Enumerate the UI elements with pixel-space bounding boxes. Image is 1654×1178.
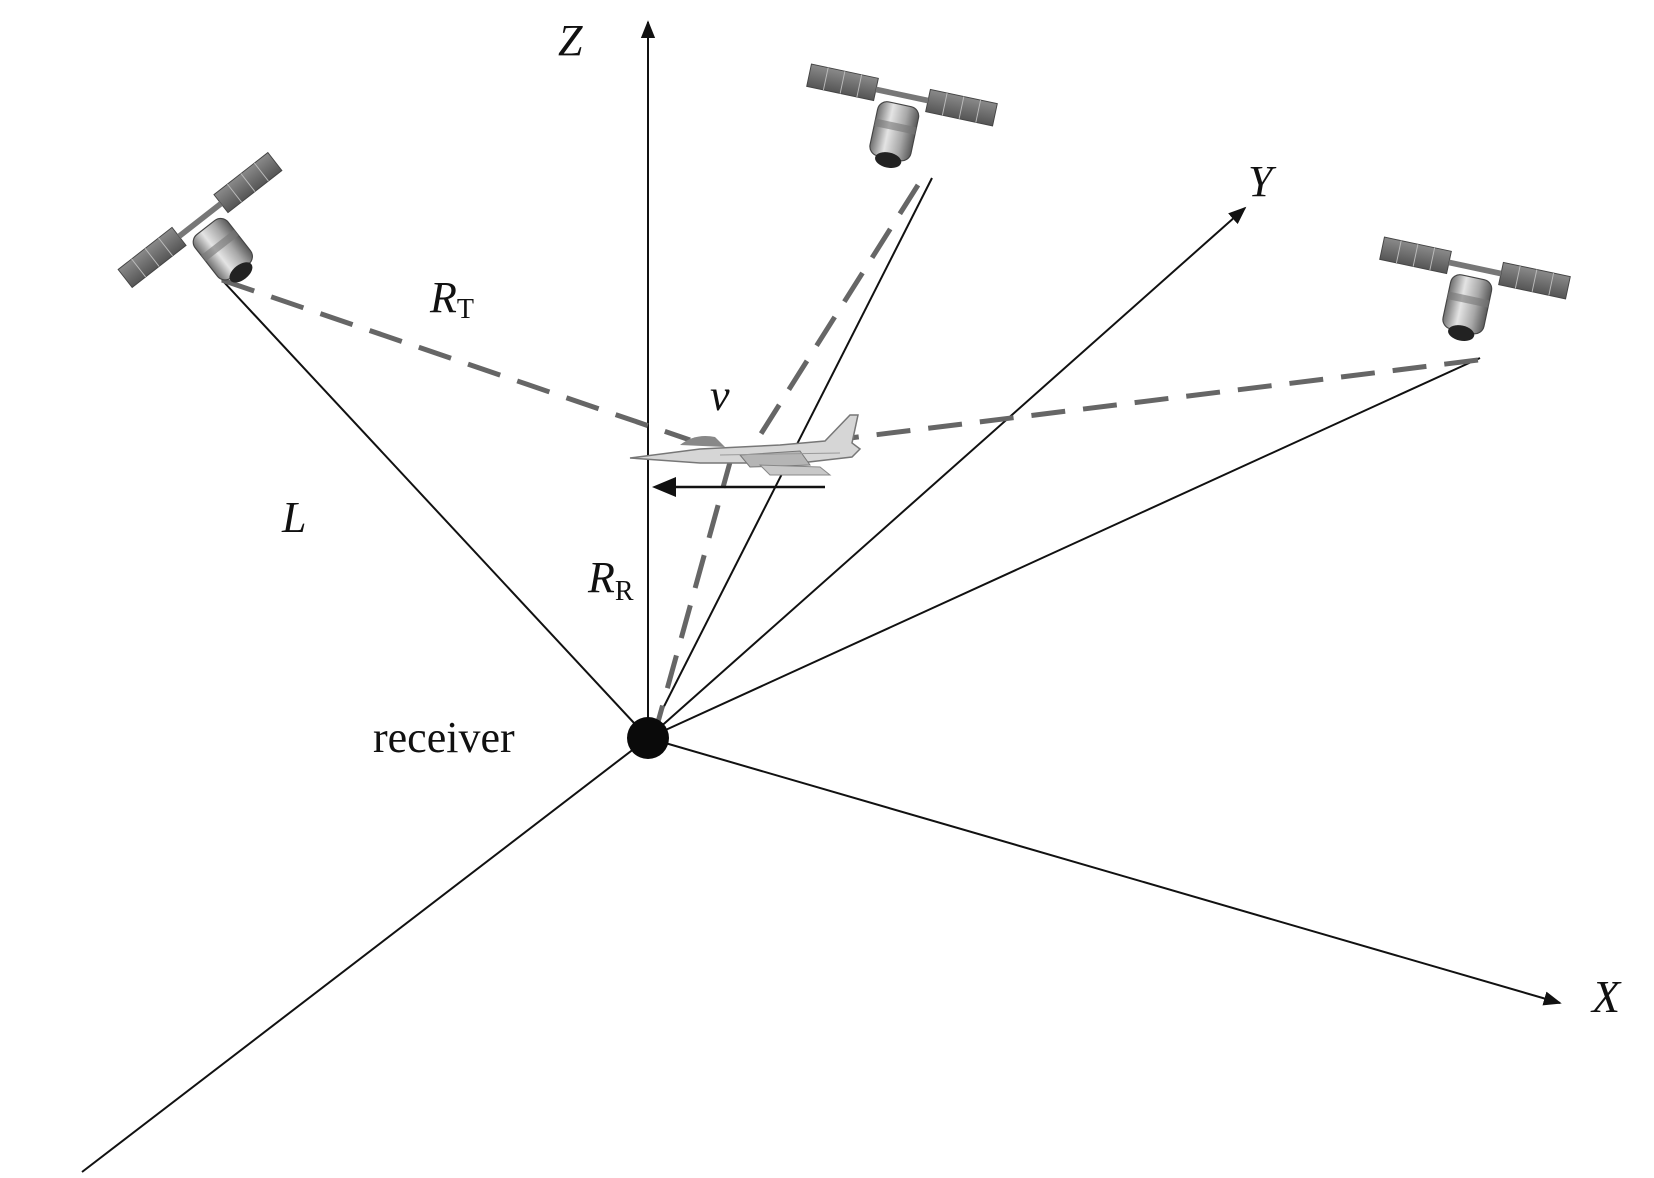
y-axis-label: Y	[1248, 157, 1277, 206]
velocity-arrow	[652, 477, 825, 497]
rr-label-main: R	[587, 553, 615, 602]
satellite-icon	[1366, 236, 1571, 361]
rr-path	[655, 454, 735, 723]
satellite-top	[793, 63, 998, 188]
x-axis-label: X	[1590, 971, 1622, 1022]
rt-path-left	[221, 277, 691, 443]
rr-label-sub: R	[615, 576, 634, 607]
receiver-dot	[627, 717, 669, 759]
baseline-lines	[221, 177, 1481, 739]
fighter-jet-icon	[629, 414, 862, 476]
y-axis	[647, 206, 1247, 739]
z-axis-label: Z	[558, 16, 583, 65]
rt-label: RT	[429, 273, 474, 325]
satellite-right	[1366, 236, 1571, 361]
baseline-right	[647, 357, 1481, 739]
satellite-icon	[117, 151, 322, 338]
velocity-label: v	[710, 371, 730, 420]
satellite-left	[117, 151, 322, 338]
rt-path-right	[849, 357, 1479, 441]
baseline-label: L	[281, 493, 306, 542]
x-axis	[647, 737, 1562, 1006]
axes	[81, 20, 1562, 1173]
rt-path-top	[749, 183, 921, 450]
dashed-paths	[221, 183, 1479, 723]
receiver-label: receiver	[373, 713, 515, 762]
satellite-icon	[793, 63, 998, 188]
baseline-left	[221, 279, 649, 739]
rt-label-sub: T	[457, 294, 474, 325]
negative-axis	[81, 737, 649, 1173]
rr-label: RR	[587, 553, 634, 607]
rt-label-main: R	[429, 273, 457, 322]
